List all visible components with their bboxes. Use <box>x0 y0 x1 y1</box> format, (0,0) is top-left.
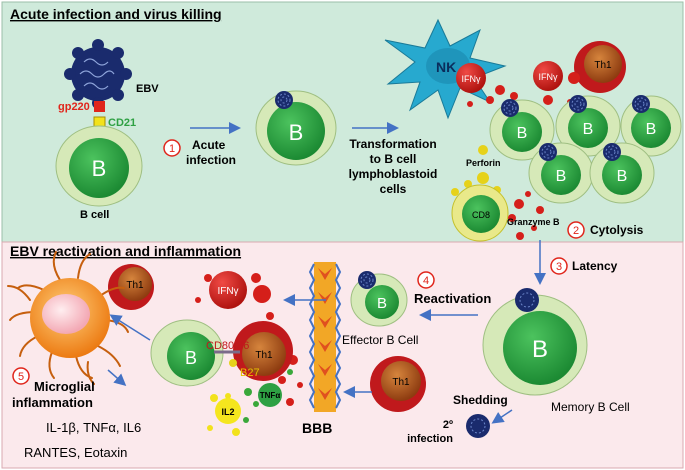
th1-top <box>584 45 622 83</box>
presenting-b-letter: B <box>185 348 197 368</box>
th1-infection-label: Th1 <box>392 377 410 388</box>
gp220-receptor <box>94 101 105 112</box>
cytokines-line2: RANTES, Eotaxin <box>24 445 127 460</box>
lcl-letter-5: B <box>617 168 628 185</box>
memory-b-label: Memory B Cell <box>551 400 630 414</box>
step2-badge <box>567 221 585 239</box>
th1-microglia <box>118 267 152 301</box>
transform-line1: Transformation <box>349 137 436 151</box>
lcl-cluster <box>489 94 682 204</box>
step1-label-line1: Acute <box>192 138 226 152</box>
cd8-cell <box>462 195 500 233</box>
step1-badge <box>163 139 181 157</box>
effector-b-label: Effector B Cell <box>342 333 418 347</box>
ifng-sphere-2 <box>533 61 563 91</box>
presenting-b-cell <box>167 332 215 380</box>
transform-line4: cells <box>380 182 407 196</box>
tnfa-label: TNFα <box>260 391 281 400</box>
step1-label-line2: infection <box>186 153 236 167</box>
step3-label: Latency <box>572 259 618 273</box>
step4-badge <box>417 271 435 289</box>
infected-virus-icon <box>274 90 294 110</box>
transform-line3: lymphoblastoid <box>349 167 438 181</box>
tnfa-droplets <box>243 369 293 423</box>
ifng-label-3: IFNγ <box>217 286 238 297</box>
b-cell-letter: B <box>92 156 107 181</box>
step5-number: 5 <box>18 371 24 383</box>
shed-virus-icon <box>466 414 490 438</box>
bbb-label: BBB <box>302 420 332 436</box>
step4-number: 4 <box>423 275 429 287</box>
arrow-microglia <box>107 369 127 386</box>
lcl-letter-2: B <box>583 121 594 138</box>
lcl-letter-4: B <box>556 168 567 185</box>
step2-label: Cytolysis <box>590 223 644 237</box>
ifng-label-2: IFNγ <box>539 72 558 82</box>
nk-label: NK <box>436 59 456 75</box>
step5-line2: inflammation <box>12 395 93 410</box>
il2-sphere <box>215 398 241 424</box>
microglia-nucleus <box>42 294 90 334</box>
infection2-line1: 2º <box>443 419 453 431</box>
b27-molecule <box>229 359 237 367</box>
shedding-label: Shedding <box>453 393 508 407</box>
bottom-panel-title: EBV reactivation and inflammation <box>10 243 241 259</box>
infected-b-cell <box>267 102 325 160</box>
cd21-label: CD21 <box>108 117 136 129</box>
transform-line2: to B cell <box>370 152 417 166</box>
effector-b-letter: B <box>377 295 387 312</box>
cd80-label: CD80/86 <box>206 340 249 352</box>
lcl-letter-1: B <box>517 125 528 142</box>
step4-label: Reactivation <box>414 291 491 306</box>
memory-b-cell <box>503 311 577 385</box>
th1-infection <box>381 361 421 401</box>
granzyme-droplets <box>508 191 544 240</box>
arrow-to-microglia <box>109 314 151 341</box>
cd8-label: CD8 <box>472 210 490 220</box>
th1-synapse <box>242 332 286 376</box>
step3-badge <box>550 257 568 275</box>
tnfa-sphere <box>258 383 282 407</box>
bbb-barrier <box>308 262 342 412</box>
step2-number: 2 <box>573 225 579 237</box>
arrow-shedding <box>491 409 513 424</box>
ifng-sphere-1 <box>456 63 486 93</box>
cytokines-line1: IL-1β, TNFα, IL6 <box>46 420 141 435</box>
il2-label: IL2 <box>221 407 234 417</box>
effector-b-cell <box>365 285 399 319</box>
b27-label: B27 <box>240 367 260 379</box>
th1-synapse-label: Th1 <box>255 350 273 361</box>
gp220-label: gp220 <box>58 101 90 113</box>
infected-b-letter: B <box>289 120 304 145</box>
th1-top-label: Th1 <box>594 60 612 71</box>
ebv-label: EBV <box>136 83 159 95</box>
lcl-letter-3: B <box>646 121 657 138</box>
ebv-virus <box>64 39 132 109</box>
granzyme-label: Granzyme B <box>507 217 560 227</box>
memory-virus-icon <box>515 288 539 312</box>
step1-number: 1 <box>169 143 175 155</box>
perforin-label: Perforin <box>466 158 501 168</box>
b-cell <box>69 138 129 198</box>
il2-droplets <box>207 393 240 436</box>
th1-microglia-label: Th1 <box>126 280 144 291</box>
memory-b-letter: B <box>532 336 548 363</box>
step5-line1: Microglial <box>34 379 95 394</box>
microglia-cell <box>7 251 129 385</box>
step3-number: 3 <box>556 261 562 273</box>
infection2-line2: infection <box>407 433 453 445</box>
b-cell-label: B cell <box>80 209 109 221</box>
ifng-label-1: IFNγ <box>462 74 481 84</box>
step5-badge <box>12 367 30 385</box>
top-panel-title: Acute infection and virus killing <box>10 6 222 22</box>
effector-virus-icon <box>357 270 377 290</box>
ifng-sphere-3 <box>209 271 247 309</box>
